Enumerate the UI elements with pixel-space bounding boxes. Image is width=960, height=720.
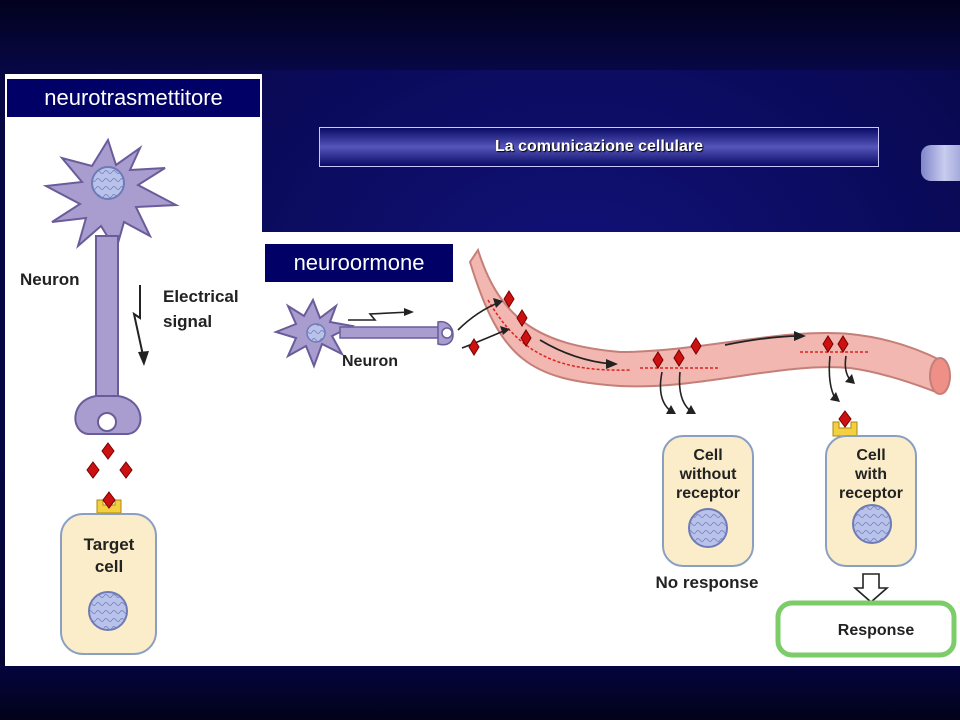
cell-b-line3: receptor: [839, 485, 903, 502]
signal-label-line1: Electrical: [163, 287, 239, 306]
target-cell: [60, 513, 157, 655]
vessel-opening: [929, 357, 951, 395]
molecule: [119, 461, 133, 479]
molecule: [822, 335, 834, 353]
electrical-signal-arrow: [132, 285, 145, 361]
receptor: [832, 421, 858, 437]
molecule: [503, 290, 515, 308]
neurohormone-label: neuroormone: [263, 242, 455, 284]
cell-with-receptor: [825, 435, 917, 567]
neurotransmitter-label: neurotrasmettitore: [5, 77, 262, 119]
molecule: [86, 461, 100, 479]
background-top-band: [0, 0, 960, 70]
cell-a-line3: receptor: [676, 485, 740, 502]
molecule: [837, 335, 849, 353]
molecule: [520, 329, 532, 347]
cell-a-line2: without: [679, 466, 738, 483]
molecule: [101, 442, 115, 460]
cell-a-line1: Cell: [693, 447, 722, 464]
background-bottom-band: [0, 665, 960, 720]
molecule: [516, 309, 528, 327]
signal-label-line2: signal: [163, 312, 212, 331]
target-label-line2: cell: [95, 557, 123, 576]
cell-b-line1: Cell: [856, 447, 885, 464]
response-label: Response: [838, 622, 915, 639]
no-response-label: No response: [656, 573, 759, 592]
response-box: [775, 600, 957, 658]
neuron-label: Neuron: [20, 270, 80, 289]
response-arrow: [852, 573, 890, 604]
small-neuron-label: Neuron: [342, 353, 398, 370]
cell-b-line2: with: [854, 466, 887, 483]
target-label-line1: Target: [84, 535, 135, 554]
molecule: [838, 410, 852, 428]
molecule: [690, 337, 702, 355]
target-cell-nucleus: [88, 591, 128, 631]
molecule: [673, 349, 685, 367]
slide-title: La comunicazione cellulare: [319, 127, 879, 167]
neuron-nucleus: [91, 166, 125, 200]
signal-arrow: [348, 311, 411, 321]
molecule: [468, 338, 480, 356]
cell-without-receptor: [662, 435, 754, 567]
molecule: [652, 351, 664, 369]
molecule: [102, 491, 116, 509]
side-tab-decoration: [921, 145, 960, 181]
